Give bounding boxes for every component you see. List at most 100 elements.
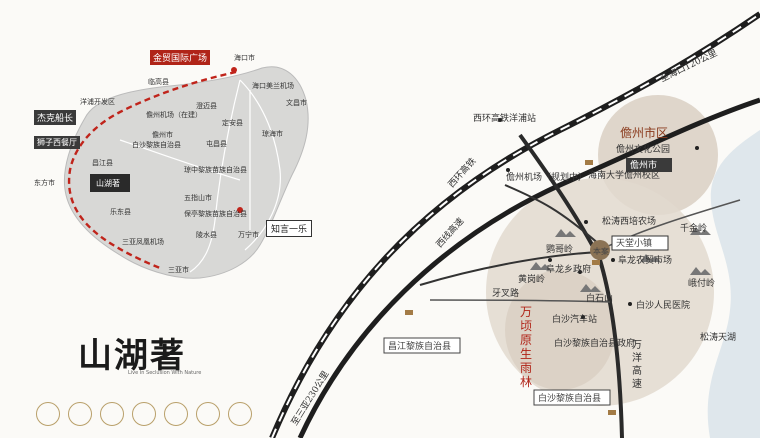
toll-marker	[585, 160, 593, 165]
svg-text:原: 原	[520, 333, 532, 347]
qianjinling-label: 千金岭	[680, 222, 707, 234]
svg-text:海口美兰机场: 海口美兰机场	[252, 81, 294, 90]
brand-logo: 山湖著	[78, 336, 186, 376]
road-west-branch	[419, 251, 601, 286]
svg-text:三亚市: 三亚市	[168, 265, 189, 274]
changjiang-label: 昌江黎族自治县	[388, 340, 451, 352]
project-marker[interactable]	[590, 240, 610, 260]
amenity-icon	[164, 402, 188, 426]
road-yacha	[429, 299, 611, 303]
svg-text:万宁市: 万宁市	[238, 230, 259, 239]
baisha-county-label: 白沙黎族自治县	[538, 392, 601, 404]
tiantang-tag-bg	[611, 235, 669, 251]
yingge-label: 鹦哥岭	[546, 243, 573, 255]
svg-text:琼海市: 琼海市	[262, 129, 283, 138]
poi-dots	[498, 118, 699, 319]
svg-text:陵水县: 陵水县	[196, 230, 217, 239]
svg-text:林: 林	[520, 375, 532, 389]
toll-marker	[405, 310, 413, 315]
inset-project-box	[90, 174, 130, 192]
inset-haikou-dot	[231, 67, 237, 73]
fulong-gov-label: 阜龙乡政府	[546, 263, 591, 275]
songtao-farm-label: 松涛西培农场	[602, 215, 656, 227]
inset-tour-route	[67, 70, 237, 270]
huangbaling-label: 黄岗岭	[518, 273, 545, 285]
svg-text:速: 速	[632, 378, 642, 390]
amenity-icon	[228, 402, 252, 426]
svg-text:屯昌县: 屯昌县	[206, 139, 227, 148]
to-haikou-label: 至海口120公里	[658, 47, 719, 85]
inset-wanning-dot	[237, 207, 243, 213]
amenity-icon	[36, 402, 60, 426]
fulong-farm-label: 阜龙农贸市场	[618, 254, 672, 266]
hainan-island-shape	[63, 66, 309, 279]
danzhou-culture-park-label: 儋州文化公园	[616, 143, 670, 155]
svg-text:三亚凤凰机场: 三亚凤凰机场	[122, 237, 164, 246]
svg-text:文昌市: 文昌市	[286, 98, 307, 107]
svg-text:保亭黎族苗族自治县: 保亭黎族苗族自治县	[184, 209, 247, 218]
tiantang-label: 天堂小镇	[616, 237, 652, 249]
svg-text:生: 生	[520, 347, 532, 361]
svg-text:儋州机场（在建）: 儋州机场（在建）	[146, 110, 202, 119]
baisha-bus-label: 白沙汽车站	[552, 313, 597, 325]
sea-area	[707, 130, 760, 438]
svg-text:定安县: 定安县	[222, 118, 243, 127]
svg-text:海口市: 海口市	[234, 53, 255, 62]
svg-text:洋: 洋	[632, 351, 642, 364]
svg-text:儋州市: 儋州市	[152, 130, 173, 139]
toll-marker	[592, 260, 600, 265]
yangpu-station-label: 西环高铁洋浦站	[473, 112, 536, 124]
amenity-icons	[36, 402, 276, 434]
hainan-univ-label: 海南大学儋州校区	[588, 169, 660, 181]
svg-text:洋浦开发区: 洋浦开发区	[80, 97, 115, 106]
road-to-baisha	[518, 133, 624, 438]
rainforest-label: 万 顷 原 生 雨 林	[520, 305, 532, 389]
baisha-gov-label: 白沙黎族自治县政府	[554, 337, 635, 349]
toll-marker	[608, 410, 616, 415]
mountain-icon	[530, 227, 711, 292]
road-airport	[504, 184, 601, 246]
songtao-lake-label: 松涛天湖	[700, 331, 736, 343]
inset-labels: 海口市 临高县 洋浦开发区 儋州市 澄迈县 定安县 文昌市 屯昌县 琼海市 儋州…	[34, 53, 307, 274]
svg-text:五指山市: 五指山市	[184, 193, 212, 202]
amenity-icon	[68, 402, 92, 426]
danzhou-city-label: 儋州市区	[620, 125, 668, 140]
eshaoling-label: 峨付岭	[688, 277, 715, 289]
svg-text:白沙黎族自治县: 白沙黎族自治县	[132, 140, 181, 149]
jinmao-callout: 金贸国际广场	[150, 50, 211, 65]
svg-text:顷: 顷	[520, 319, 532, 333]
yacha-label: 牙叉路	[492, 287, 519, 299]
svg-text:万: 万	[520, 305, 532, 319]
zhishi-callout: 知言一乐	[266, 220, 313, 237]
inset-project-label: 山湖著	[96, 178, 120, 188]
svg-text:东方市: 东方市	[34, 178, 55, 187]
svg-text:高: 高	[632, 364, 642, 377]
baisha-hospital-label: 白沙人民医院	[636, 299, 690, 311]
amenity-icon	[132, 402, 156, 426]
svg-text:琼中黎族苗族自治县: 琼中黎族苗族自治县	[184, 165, 247, 174]
brand-slogan: Live In Seclusion With Nature	[128, 370, 202, 376]
svg-text:澄迈县: 澄迈县	[196, 101, 217, 110]
amenity-icon	[100, 402, 124, 426]
svg-text:雨: 雨	[520, 361, 532, 375]
danzhou-city-tag: 儋州市	[630, 159, 657, 171]
danzhou-city-tag-bg	[626, 158, 672, 172]
changjiang-box	[383, 337, 461, 354]
amenity-icon	[196, 402, 220, 426]
wanyang-expressway-label: 万 洋 高 速	[632, 340, 642, 390]
baishishan-label: 白石山	[586, 292, 613, 304]
inset-island-map: 海口市 临高县 洋浦开发区 儋州市 澄迈县 定安县 文昌市 屯昌县 琼海市 儋州…	[34, 53, 309, 279]
main-map: 本案 西环高铁洋浦站 儋州机场（规划中） 儋州市区 儋州文化公园 儋州市 海南大…	[269, 11, 760, 438]
svg-text:万: 万	[632, 340, 642, 351]
inset-roads	[119, 79, 281, 273]
baisha-box	[533, 389, 611, 406]
project-marker-label: 本案	[593, 246, 609, 256]
svg-text:乐东县: 乐东县	[110, 207, 131, 216]
svg-text:临高县: 临高县	[148, 77, 169, 86]
shizhi-callout: 狮子西餐厅	[34, 136, 80, 149]
jiekebao-callout: 杰克船长	[34, 110, 77, 125]
danzhou-airport-label: 儋州机场（规划中）	[506, 171, 587, 183]
svg-text:昌江县: 昌江县	[92, 159, 113, 167]
xihuan-rail-dash	[271, 13, 760, 438]
